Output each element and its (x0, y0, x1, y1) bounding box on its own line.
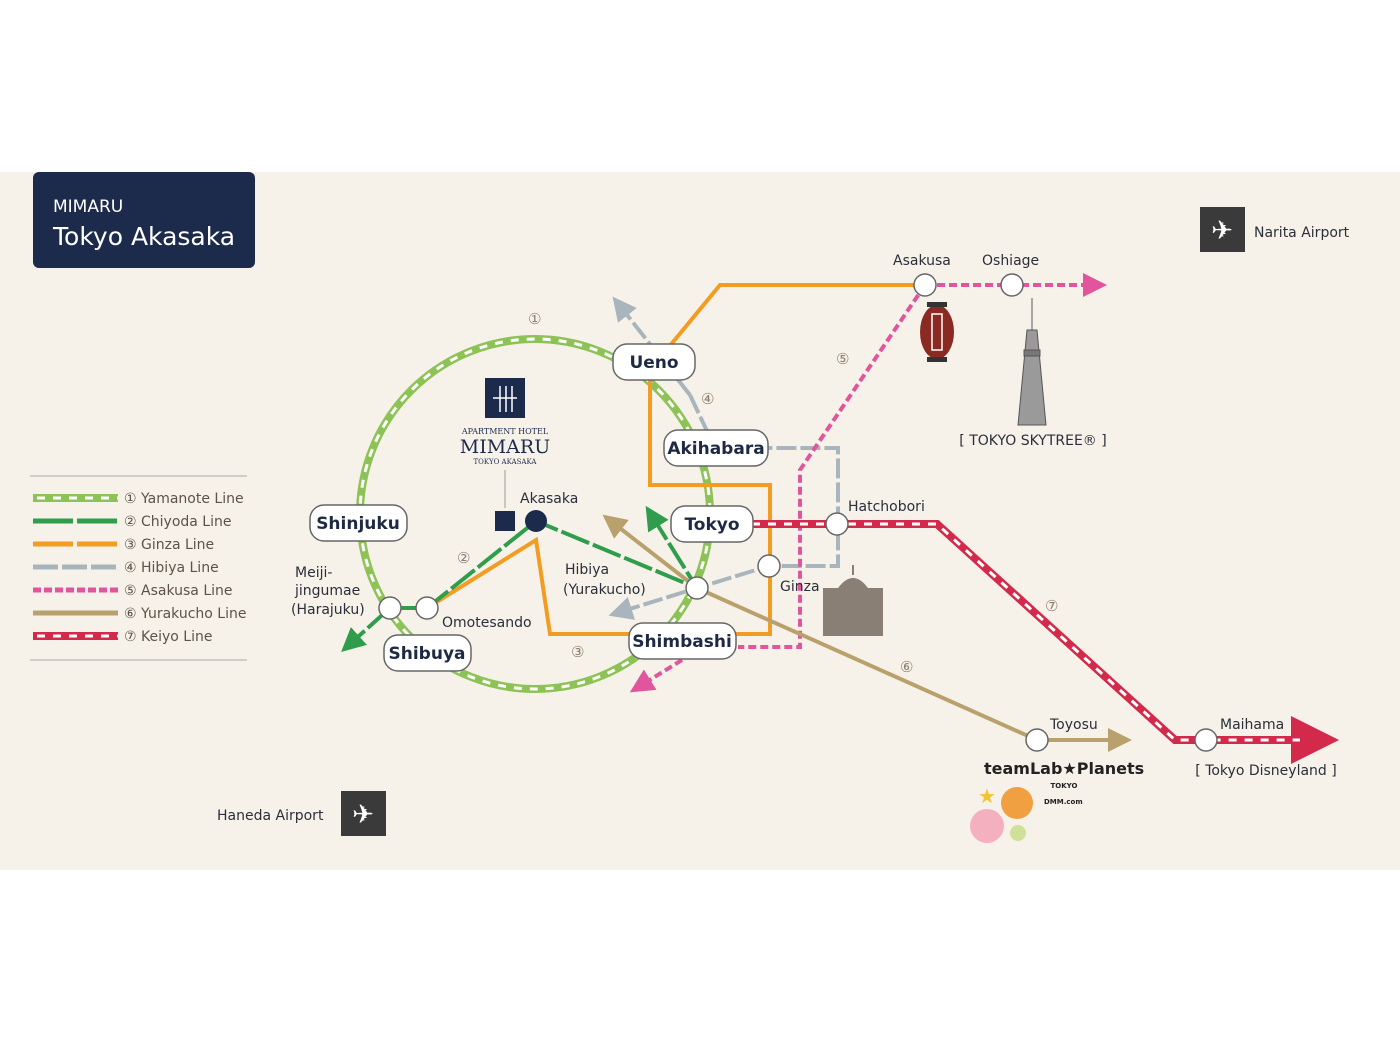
station-akasaka-label: Akasaka (520, 491, 578, 507)
tokyo-skytree-icon (1017, 298, 1047, 426)
station-label: Tokyo (684, 515, 739, 535)
station-hibiya-label-2: (Yurakucho) (563, 582, 646, 598)
ginza-line (425, 283, 925, 636)
legend-item: ⑥ Yurakucho Line (33, 606, 246, 622)
station-label: Shinjuku (316, 514, 400, 534)
station-label: Akihabara (667, 439, 764, 459)
legend-label: ⑤ Asakusa Line (124, 583, 233, 599)
hotel-logo-line2: MIMARU (460, 436, 550, 458)
kaminarimon-lantern-icon (920, 302, 954, 362)
legend-label: ③ Ginza Line (124, 537, 214, 553)
station-label: Shibuya (389, 644, 466, 664)
station-ueno[interactable]: Ueno (612, 343, 696, 381)
station-asakusa-marker[interactable] (913, 273, 937, 297)
station-harajuku-label-3: (Harajuku) (291, 602, 365, 618)
legend-item: ③ Ginza Line (33, 537, 214, 553)
teamlab-label: teamLab★Planets (984, 759, 1144, 778)
station-omotesando-marker[interactable] (415, 596, 439, 620)
station-akihabara[interactable]: Akihabara (663, 429, 769, 467)
bubble-icon (1010, 825, 1026, 841)
location-name: Tokyo Akasaka (52, 222, 235, 251)
brand-name: MIMARU (53, 197, 123, 217)
dmm-label: DMM.com (1044, 798, 1083, 806)
station-maihama-marker[interactable] (1194, 728, 1218, 752)
station-oshiage-marker[interactable] (1000, 273, 1024, 297)
station-maihama-label: Maihama (1220, 717, 1284, 733)
line-number-3: ③ (571, 643, 584, 661)
airplane-icon: ✈ (1211, 216, 1233, 246)
station-hibiya-marker[interactable] (685, 576, 709, 600)
legend-label: ② Chiyoda Line (124, 514, 231, 530)
legend-label: ⑦ Keiyo Line (124, 629, 212, 645)
bubble-icon (1001, 787, 1033, 819)
station-label: Ueno (629, 353, 678, 373)
line-number-2: ② (457, 549, 470, 567)
station-harajuku-marker[interactable] (378, 596, 402, 620)
station-shibuya[interactable]: Shibuya (383, 634, 472, 672)
legend-label: ④ Hibiya Line (124, 560, 219, 576)
line-number-5: ⑤ (836, 350, 849, 368)
narita-label: Narita Airport (1254, 225, 1350, 241)
legend-item: ① Yamanote Line (33, 491, 244, 507)
station-tokyo[interactable]: Tokyo (670, 505, 754, 543)
haneda-airport[interactable]: ✈ Haneda Airport (217, 791, 386, 836)
legend-item: ⑦ Keiyo Line (33, 629, 212, 645)
line-number-4: ④ (701, 390, 714, 408)
hotel-logo-line1: APARTMENT HOTEL (461, 427, 549, 436)
tokyo-station-building-icon (823, 565, 883, 636)
station-toyosu-label: Toyosu (1049, 717, 1098, 733)
station-oshiage-label: Oshiage (982, 253, 1039, 269)
station-omotesando-label: Omotesando (442, 615, 532, 631)
hotel-logo-line3: TOKYO AKASAKA (474, 458, 538, 466)
station-harajuku-label-1: Meiji- (295, 565, 332, 581)
star-icon: ★ (978, 784, 996, 808)
station-akasaka-marker[interactable] (525, 510, 547, 532)
line-number-6: ⑥ (900, 658, 913, 676)
line-number-1: ① (528, 310, 541, 328)
station-shinjuku[interactable]: Shinjuku (309, 504, 408, 542)
airplane-icon: ✈ (352, 800, 374, 830)
line-number-7: ⑦ (1045, 597, 1058, 615)
bubble-icon (970, 809, 1004, 843)
legend-item: ④ Hibiya Line (33, 560, 219, 576)
hotel-mini-icon (495, 511, 515, 531)
legend-label: ⑥ Yurakucho Line (124, 606, 246, 622)
legend: ① Yamanote Line ② Chiyoda Line ③ Ginza Lin… (30, 475, 247, 661)
station-harajuku-label-2: jingumae (294, 583, 360, 599)
hotel-logo: APARTMENT HOTEL MIMARU TOKYO AKASAKA (460, 378, 550, 531)
legend-item: ② Chiyoda Line (33, 514, 231, 530)
teamlab-sub-label: TOKYO (1051, 782, 1078, 790)
disneyland-label: [ Tokyo Disneyland ] (1195, 763, 1336, 779)
legend-label: ① Yamanote Line (124, 491, 244, 507)
legend-item: ⑤ Asakusa Line (33, 583, 233, 599)
station-toyosu-marker[interactable] (1025, 728, 1049, 752)
station-asakusa-label: Asakusa (893, 253, 951, 269)
skytree-label: [ TOKYO SKYTREE® ] (959, 433, 1106, 449)
narita-airport[interactable]: ✈ Narita Airport (1200, 207, 1350, 252)
station-shimbashi[interactable]: Shimbashi (628, 622, 737, 660)
teamlab-logo: teamLab★Planets TOKYO DMM.com ★ (970, 759, 1144, 843)
station-hibiya-label-1: Hibiya (565, 562, 609, 578)
title-box: MIMARU Tokyo Akasaka (33, 172, 255, 268)
station-ginza-label: Ginza (780, 579, 820, 595)
station-hatchobori-label: Hatchobori (848, 499, 925, 515)
station-ginza-marker[interactable] (757, 554, 781, 578)
station-hatchobori-marker[interactable] (825, 512, 849, 536)
station-label: Shimbashi (632, 632, 732, 652)
haneda-label: Haneda Airport (217, 808, 324, 824)
